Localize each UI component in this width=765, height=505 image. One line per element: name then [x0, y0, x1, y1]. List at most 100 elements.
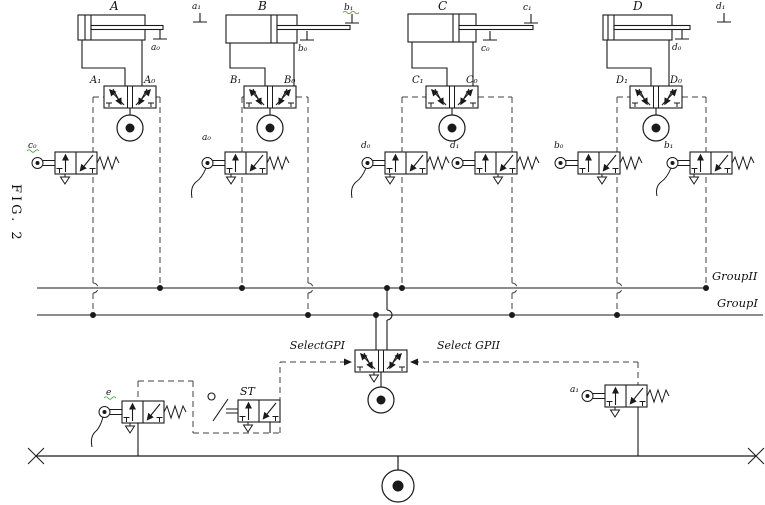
cylinder-a-label: A [109, 0, 119, 13]
supply-source-c [438, 114, 466, 142]
group-bus-lines [37, 287, 763, 316]
marker-label-a0: a₀ [151, 43, 160, 53]
valve-5-2-a [104, 86, 156, 108]
pilot-line-d-right [682, 96, 707, 288]
limit-valve-a0-group: a₀ [191, 133, 290, 199]
marker-c1 [523, 13, 539, 24]
line-end-cross-icon [27, 447, 45, 465]
pilot-label-a0: A₀ [143, 75, 155, 86]
group1-label: GroupI [717, 296, 758, 310]
junction-dot [614, 312, 620, 318]
pilot-line-b-left [241, 96, 244, 288]
manual-lever-knob-icon [207, 392, 216, 401]
pilot-label-b1: B₁ [229, 75, 241, 86]
exhaust-icon [124, 422, 136, 434]
select-valve-5-2 [355, 350, 407, 372]
roller-icon [98, 405, 123, 419]
junction-dot [157, 285, 163, 291]
marker-b1 [344, 13, 360, 24]
bus-junction-dots [90, 285, 709, 318]
limit-valve-b1-label: b₁ [664, 141, 673, 151]
junction-dot [399, 285, 405, 291]
cylinder-unit-d [602, 12, 732, 142]
a1-valve-label: a₁ [570, 385, 579, 395]
line-hop [386, 309, 393, 321]
marker-label-a1: a₁ [192, 2, 201, 12]
limit-valve-d0-group: d₀ [351, 141, 450, 199]
limit-valve-b0 [578, 152, 620, 174]
line-end-cross-icon [747, 447, 765, 465]
spring-icon [731, 156, 755, 170]
roller-icon [666, 157, 691, 169]
spellcheck-squiggle [26, 149, 40, 153]
supply-source-select [367, 386, 395, 414]
exhaust-icon [385, 173, 395, 185]
figure-label: FIG. 2 [8, 184, 23, 243]
exhaust-icon [226, 173, 236, 185]
exhaust-icon [493, 173, 503, 185]
pilot-label-c0: C₀ [466, 75, 478, 86]
valve-5-2-c [426, 86, 478, 108]
spring-icon [426, 156, 450, 170]
roller-icon [451, 157, 476, 169]
cyl-c-port-lines [411, 42, 474, 86]
select-gp1-label: SelectGPI [290, 339, 346, 352]
piston-rod-c [458, 24, 534, 31]
select-gp1-arrowhead [344, 358, 352, 366]
limit-valve-c0-group: c₀ [26, 141, 120, 185]
pilot-label-c1: C₁ [412, 75, 424, 86]
pilot-line-a-left [92, 96, 104, 315]
roller-icon [361, 157, 386, 169]
marker-c0 [482, 30, 498, 41]
exhaust-icon [368, 371, 380, 383]
marker-b0 [299, 30, 315, 41]
cylinder-d-label: D [632, 0, 643, 13]
limit-valve-a0-label: a₀ [202, 133, 211, 143]
marker-label-b1: b₁ [344, 3, 353, 13]
main-supply-dot [392, 480, 404, 492]
line-hop [511, 282, 518, 294]
pilot-label-b0: B₀ [283, 75, 295, 86]
limit-valve-c0-label: c₀ [28, 141, 37, 151]
line-hop [92, 282, 99, 294]
a1-valve-group [581, 385, 670, 456]
marker-label-d0: d₀ [672, 43, 682, 53]
exhaust-icon [242, 421, 254, 433]
exhaust-icon [597, 173, 607, 185]
pilot-label-a1: A₁ [89, 75, 101, 86]
pilot-line-c-right [478, 96, 513, 315]
e-valve [122, 401, 164, 423]
select-gp2-pilot-path [413, 361, 639, 385]
a1-valve [605, 385, 647, 407]
exhaust-icon [609, 406, 621, 418]
manual-lever-icon [212, 398, 238, 422]
e-valve-group [90, 401, 187, 456]
marker-label-b0: b₀ [298, 44, 308, 54]
group-select-section [344, 288, 418, 414]
pilot-signal-dashed-network [92, 96, 707, 434]
one-way-trip-whisker [90, 416, 104, 448]
start-valve-label: ST [240, 385, 257, 398]
spring-icon [619, 156, 643, 170]
spring-icon [516, 156, 540, 170]
pilot-label-d0: D₀ [669, 75, 682, 86]
pilot-line-a-right [156, 96, 161, 288]
cylinder-unit-b [225, 13, 360, 142]
supply-source-b [256, 114, 284, 142]
roller-icon [31, 157, 56, 169]
supply-source-d [642, 114, 670, 142]
select-gp1-pilot-path [137, 361, 347, 434]
limit-valve-d1-group: d₁ [450, 141, 540, 185]
junction-dot [239, 285, 245, 291]
pilot-label-d1: D₁ [615, 75, 628, 86]
select-gp2-label: Select GPII [437, 339, 501, 352]
e-valve-label: e [106, 388, 111, 398]
supply-source-a [116, 114, 144, 142]
valve-5-2-d [630, 86, 682, 108]
marker-a0 [152, 29, 168, 40]
limit-valve-d1 [475, 152, 517, 174]
exhaust-icon [60, 173, 70, 185]
pilot-line-d-left [616, 96, 630, 315]
